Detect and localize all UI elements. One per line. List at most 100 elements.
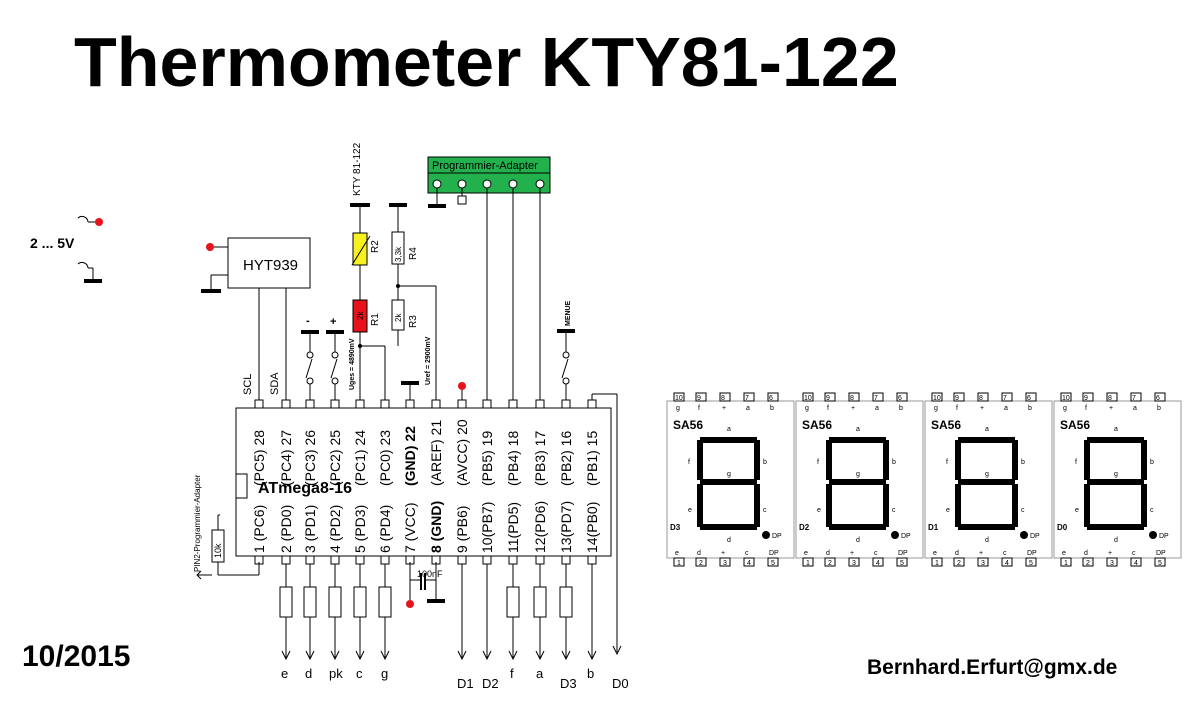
segment-d xyxy=(1087,524,1144,530)
segment-c xyxy=(883,484,889,527)
date-label: 10/2015 xyxy=(22,640,131,673)
display-pin-label: d xyxy=(826,550,830,557)
display-pin-number: 3 xyxy=(852,560,856,567)
mcu-pin-label-top: (AREF) 21 xyxy=(428,420,444,486)
display-pin-label: + xyxy=(1109,405,1113,412)
mcu-pin-top xyxy=(305,399,315,409)
display-pin-label: a xyxy=(746,405,750,412)
reset-circuit: 10k PIN2-Programmier-Adapter xyxy=(193,474,260,580)
decimal-point xyxy=(891,531,899,539)
decimal-point xyxy=(1149,531,1157,539)
display-pin-number: 6 xyxy=(898,395,902,402)
display-pin-number: 3 xyxy=(1110,560,1114,567)
r4-label: R4 xyxy=(408,247,419,260)
segment-label: f xyxy=(817,459,819,466)
dp-label: DP xyxy=(772,533,782,540)
display-pin-number: 1 xyxy=(1064,560,1068,567)
r3-value: 2k xyxy=(394,313,403,322)
segment-label: e xyxy=(817,507,821,514)
mcu-pin-label-bottom: 11(PD5) xyxy=(505,502,521,553)
display-pin-label: + xyxy=(851,405,855,412)
segment-e xyxy=(955,484,961,527)
display-pin-label: d xyxy=(955,550,959,557)
sensor-hyt939: HYT939 SCL SDA xyxy=(201,237,311,402)
display-pin-label: c xyxy=(1132,550,1136,557)
segment-f xyxy=(826,440,832,480)
segment-g xyxy=(1087,479,1144,485)
display-pin-number: 10 xyxy=(804,395,812,402)
display-pin-label: + xyxy=(979,550,983,557)
menue-label: MENUE xyxy=(565,300,572,326)
mcu-pin-label-bottom: 13(PD7) xyxy=(558,501,574,553)
display-pin-number: 8 xyxy=(979,395,983,402)
display-pin-label: f xyxy=(698,405,700,412)
minus-label: - xyxy=(306,315,310,327)
display-digit-label: D3 xyxy=(670,523,681,532)
segment-label: a xyxy=(727,426,731,433)
dp-label: DP xyxy=(901,533,911,540)
mcu-pin-label-top: (PC0) 23 xyxy=(377,430,393,486)
mcu-pin-top xyxy=(457,399,467,409)
mcu-pin-label-top: (PC1) 24 xyxy=(352,430,368,486)
output-resistor xyxy=(506,586,520,618)
mcu-pin-label-top: (PC3) 26 xyxy=(302,430,318,486)
display-pin-label: b xyxy=(1157,405,1161,412)
r2-label: R2 xyxy=(370,240,381,253)
output-label: D0 xyxy=(612,676,629,691)
display-pin-label: + xyxy=(1108,550,1112,557)
segment-e xyxy=(826,484,832,527)
display-pin-label: f xyxy=(827,405,829,412)
mcu-pin-top xyxy=(508,399,518,409)
segment-a xyxy=(700,437,757,443)
output-label: d xyxy=(305,666,312,681)
display-pin-label: + xyxy=(980,405,984,412)
display-pin-label: e xyxy=(804,550,808,557)
mcu-pin-label-bottom: 4 (PD2) xyxy=(327,505,343,553)
display-pin-number: 2 xyxy=(957,560,961,567)
output-resistor xyxy=(533,586,547,618)
output-resistor xyxy=(328,586,342,618)
display-pin-label: e xyxy=(1062,550,1066,557)
segment-g xyxy=(829,479,886,485)
mcu-pin-label-bottom: 5 (PD3) xyxy=(352,505,368,553)
segment-b xyxy=(1012,440,1018,480)
programmer-label: Programmier-Adapter xyxy=(432,160,538,172)
segment-g xyxy=(700,479,757,485)
output-label: pk xyxy=(329,666,343,681)
segment-d xyxy=(700,524,757,530)
mcu-pin-bottom xyxy=(508,555,518,565)
mcu-pin-label-top: (PB5) 19 xyxy=(479,431,495,486)
display-model: SA56 xyxy=(931,418,961,432)
decoupling-capacitor: 100nF xyxy=(406,562,445,608)
output-label: a xyxy=(536,666,544,681)
page-title: Thermometer KTY81-122 xyxy=(74,23,899,101)
mcu-pin-bottom xyxy=(482,555,492,565)
display-pin-label: c xyxy=(745,550,749,557)
display-pin-label: e xyxy=(675,550,679,557)
display-pin-label: f xyxy=(1085,405,1087,412)
segment-a xyxy=(958,437,1015,443)
display-pin-label: g xyxy=(934,405,938,412)
mcu-pin-bottom xyxy=(305,555,315,565)
mcu-pin-bottom xyxy=(355,555,365,565)
display-pin-label: + xyxy=(722,405,726,412)
segment-label: c xyxy=(892,507,896,514)
programmer-header: Programmier-Adapter xyxy=(427,156,551,402)
mcu-pin-label-bottom: 6 (PD4) xyxy=(377,505,393,553)
segment-label: g xyxy=(856,471,860,478)
output-arrow-icon xyxy=(330,650,340,661)
output-arrow-icon xyxy=(305,650,315,661)
display-pin-number: 10 xyxy=(933,395,941,402)
display-pin-number: 5 xyxy=(900,560,904,567)
display-pin-number: 4 xyxy=(876,560,880,567)
segment-e xyxy=(1084,484,1090,527)
mcu-pin-bottom xyxy=(330,555,340,565)
mcu-pin-bottom xyxy=(457,555,467,565)
display-pin-label: b xyxy=(1028,405,1032,412)
mcu-pin-top xyxy=(535,399,545,409)
mcu-pin-label-bottom: 9 (PB6) xyxy=(454,506,470,553)
segment-f xyxy=(955,440,961,480)
